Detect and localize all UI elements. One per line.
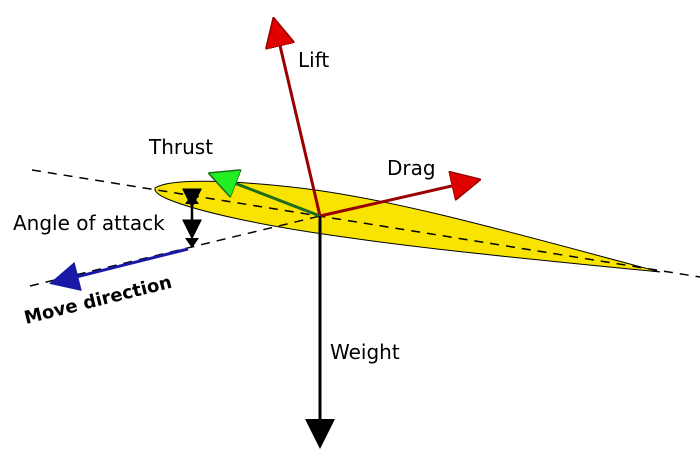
drag-arrow	[319, 180, 478, 218]
thrust-arrow	[211, 174, 321, 218]
chord-line	[31, 169, 700, 278]
drag-label: Drag	[387, 156, 436, 180]
lift-label: Lift	[298, 48, 329, 72]
lift-arrow	[274, 20, 322, 217]
angle-arrow-top-head	[185, 194, 199, 204]
move-direction-label: Move direction	[22, 272, 174, 329]
thrust-label: Thrust	[148, 135, 213, 159]
angle-arrow-bottom-head	[185, 238, 199, 248]
move-direction-arrow	[49, 247, 189, 292]
weight-label: Weight	[330, 340, 400, 364]
angle-of-attack-label: Angle of attack	[13, 211, 165, 235]
